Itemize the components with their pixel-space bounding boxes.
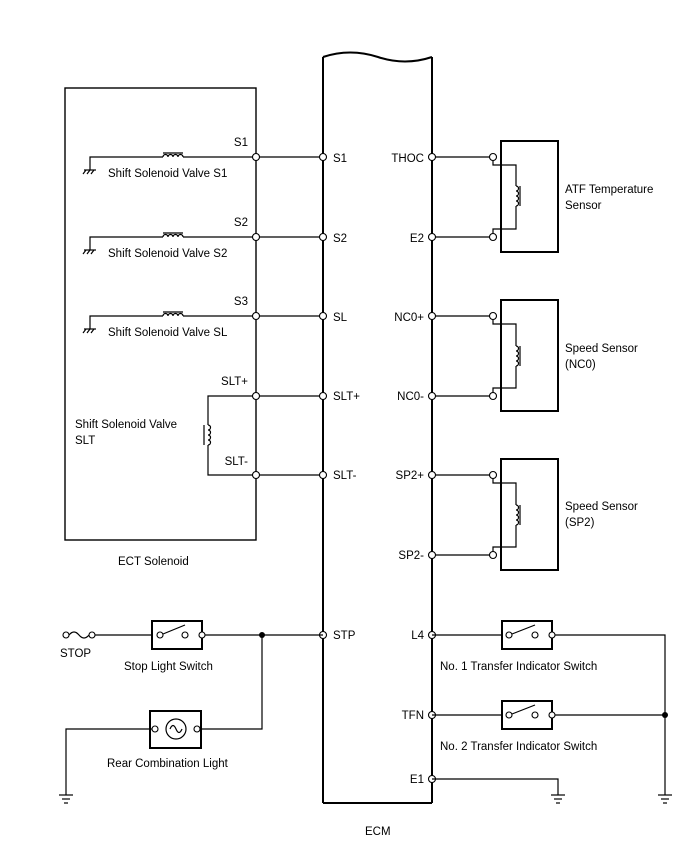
ecm-body <box>322 51 433 804</box>
transfer-switch-1-icon <box>501 620 556 650</box>
ect-pin-s3: S3 <box>234 296 248 308</box>
stop-light-switch-icon <box>151 620 206 650</box>
rear-combination-light-icon <box>149 710 202 749</box>
ecm-pin-sp2-minus: SP2- <box>398 550 424 562</box>
nc0-sensor-label-1: Speed Sensor <box>565 343 638 355</box>
terminal-ecm-nc0-minus <box>427 391 437 401</box>
ground-icon <box>82 169 96 175</box>
solenoid-valve-sl-label: Shift Solenoid Valve SL <box>108 327 228 339</box>
stop-fuse-label: STOP <box>60 648 91 660</box>
solenoid-valve-s2-label: Shift Solenoid Valve S2 <box>108 248 227 260</box>
solenoid-valve-slt <box>203 395 256 476</box>
nc0-sensor-label-2: (NC0) <box>565 359 596 371</box>
sp2-sensor-label-2: (SP2) <box>565 517 595 529</box>
ecm-pin-sl: SL <box>333 312 348 324</box>
atf-temperature-sensor <box>432 140 559 253</box>
ecm-pin-nc0-minus: NC0- <box>397 391 424 403</box>
wire-light-to-ground <box>65 728 152 795</box>
solenoid-valve-sl <box>82 311 256 334</box>
ecm-pin-slt-minus: SLT- <box>333 470 357 482</box>
ecm-pin-stp: STP <box>333 630 356 642</box>
ground-icon <box>658 794 672 804</box>
ecm-pin-slt-plus: SLT+ <box>333 391 360 403</box>
terminal-ecm-sp2-plus <box>427 470 437 480</box>
transfer-switch-2-label: No. 2 Transfer Indicator Switch <box>440 741 597 753</box>
terminal-ecm-sl <box>318 311 328 321</box>
ect-solenoid-label: ECT Solenoid <box>118 556 189 568</box>
solenoid-valve-slt-label-1: Shift Solenoid Valve <box>75 419 177 431</box>
terminal-ect-slt-plus <box>251 391 261 401</box>
atf-sensor-label-2: Sensor <box>565 200 602 212</box>
terminal-ecm-sp2-minus <box>427 550 437 560</box>
ect-pin-slt-plus: SLT+ <box>221 376 248 388</box>
wire-e1-to-ground <box>432 778 559 795</box>
ground-icon <box>551 794 565 804</box>
ecm-pin-nc0-plus: NC0+ <box>394 312 424 324</box>
ect-pin-s2: S2 <box>234 217 248 229</box>
transfer-switch-2-icon <box>501 700 556 730</box>
atf-sensor-label-1: ATF Temperature <box>565 184 653 196</box>
ecm-pin-s2: S2 <box>333 233 347 245</box>
wire-switch1-to-ground <box>555 634 666 795</box>
speed-sensor-sp2 <box>432 458 559 571</box>
terminal-ecm-slt-minus <box>318 470 328 480</box>
solenoid-valve-s1 <box>82 152 256 175</box>
ecm-label: ECM <box>365 826 391 838</box>
terminal-ecm-s2 <box>318 232 328 242</box>
ground-icon <box>82 249 96 255</box>
ecm-pin-e1: E1 <box>410 774 424 786</box>
ecm-pin-s1: S1 <box>333 153 347 165</box>
ecm-pin-thoc: THOC <box>391 153 424 165</box>
sp2-sensor-label-1: Speed Sensor <box>565 501 638 513</box>
ecm-pin-sp2-plus: SP2+ <box>396 470 425 482</box>
solenoid-valve-s2 <box>82 232 256 255</box>
ect-pin-s1: S1 <box>234 137 248 149</box>
transfer-switch-1-label: No. 1 Transfer Indicator Switch <box>440 661 597 673</box>
ecm-pin-l4: L4 <box>411 630 424 642</box>
ground-icon <box>59 794 73 804</box>
terminal-ect-s2 <box>251 232 261 242</box>
stop-light-switch-label: Stop Light Switch <box>124 661 213 673</box>
ect-pin-slt-minus: SLT- <box>225 456 249 468</box>
speed-sensor-nc0 <box>432 299 559 412</box>
terminal-ecm-slt-plus <box>318 391 328 401</box>
terminal-ecm-nc0-plus <box>427 311 437 321</box>
junction-ground-bus <box>662 712 668 718</box>
solenoid-valve-s1-label: Shift Solenoid Valve S1 <box>108 168 227 180</box>
ecm-pin-e2: E2 <box>410 233 424 245</box>
wire-stp-to-light <box>201 635 263 730</box>
terminal-ecm-thoc <box>427 152 437 162</box>
ground-icon <box>82 328 96 334</box>
terminal-ecm-e2 <box>427 232 437 242</box>
ecm-pin-tfn: TFN <box>402 710 424 722</box>
rear-combination-light-label: Rear Combination Light <box>107 758 229 770</box>
terminal-ect-s1 <box>251 152 261 162</box>
solenoid-valve-slt-label-2: SLT <box>75 435 95 447</box>
ect-solenoid-box <box>64 87 257 541</box>
terminal-ect-slt-minus <box>251 470 261 480</box>
terminal-ecm-s1 <box>318 152 328 162</box>
terminal-ect-s3 <box>251 311 261 321</box>
stop-fuse-icon <box>62 631 96 639</box>
